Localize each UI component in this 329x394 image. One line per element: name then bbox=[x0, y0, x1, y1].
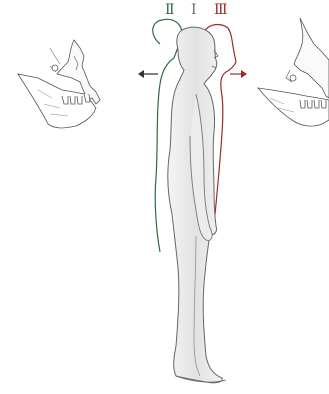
left-jaw-class-ii bbox=[18, 40, 100, 128]
body-class-i bbox=[168, 27, 226, 383]
left-arrow-icon bbox=[138, 70, 158, 78]
right-arrow-icon bbox=[230, 70, 247, 78]
right-jaw-class-iii bbox=[258, 18, 329, 126]
